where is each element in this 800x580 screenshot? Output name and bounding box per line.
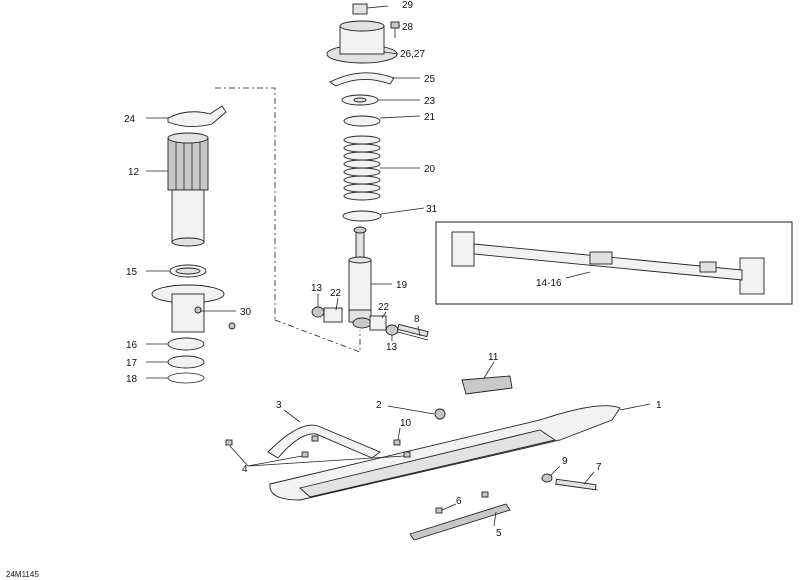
part-6-nut <box>435 507 443 514</box>
part-21-washer <box>343 115 381 127</box>
drawing-code: 24M1145 <box>6 570 39 579</box>
centerline <box>215 87 361 353</box>
callout-labels: 29 28 26,27 25 23 21 20 31 19 24 12 15 3… <box>124 0 662 539</box>
callout-12: 12 <box>128 167 140 178</box>
part-12-spindle <box>171 189 205 243</box>
callout-28: 28 <box>402 22 414 33</box>
part-18-circlip <box>167 372 205 384</box>
callout-22-left: 22 <box>330 288 342 299</box>
callout-16: 16 <box>126 340 138 351</box>
callout-24: 24 <box>124 114 136 125</box>
callout-29: 29 <box>402 0 414 11</box>
spindle-assembly <box>151 105 236 384</box>
callout-17: 17 <box>126 358 138 369</box>
part-16-bushing <box>167 337 205 351</box>
part-19-shock-body <box>348 259 372 311</box>
callout-1: 1 <box>656 400 662 411</box>
callout-3: 3 <box>276 400 282 411</box>
part-3-ski-handle <box>267 424 381 459</box>
callout-18: 18 <box>126 374 138 385</box>
callout-2: 2 <box>376 400 382 411</box>
callout-13-right: 13 <box>386 342 398 353</box>
part-17-bushing <box>167 355 205 369</box>
callout-10: 10 <box>400 418 412 429</box>
part-13-bushing-right <box>385 324 399 336</box>
part-24-lever <box>167 105 227 127</box>
callout-25: 25 <box>424 74 436 85</box>
callout-26-27: 26,27 <box>400 49 425 60</box>
inset-axle <box>435 221 793 305</box>
part-29-nut <box>352 3 368 15</box>
callout-14-16: 14-16 <box>536 278 562 289</box>
callout-15: 15 <box>126 267 138 278</box>
callout-30: 30 <box>240 307 252 318</box>
part-30-grease-fitting <box>194 306 202 314</box>
callout-31: 31 <box>426 204 438 215</box>
part-11-pad <box>461 375 513 395</box>
part-13-bushing-left <box>311 306 325 318</box>
callout-7: 7 <box>596 462 602 473</box>
part-5-runner <box>409 503 511 541</box>
leader-lines <box>146 5 651 527</box>
part-10-screw <box>393 439 401 446</box>
inset-bracket-right <box>739 257 765 295</box>
part-28-screw <box>390 21 400 29</box>
part-12-spline <box>167 137 209 191</box>
part-9-nut <box>541 473 553 483</box>
callout-13-left: 13 <box>311 283 323 294</box>
callout-20: 20 <box>424 164 436 175</box>
shock-assembly <box>311 3 429 341</box>
callout-5: 5 <box>496 528 502 539</box>
ski-assembly <box>225 405 621 541</box>
callout-9: 9 <box>562 456 568 467</box>
callout-11: 11 <box>488 352 499 363</box>
callout-22-right: 22 <box>378 302 390 313</box>
callout-4: 4 <box>242 464 248 475</box>
inset-bracket-left <box>451 231 475 267</box>
part-25-clip <box>329 72 395 87</box>
part-20-spring <box>343 135 381 201</box>
part-2-bushing <box>434 408 446 420</box>
callout-8: 8 <box>414 314 420 325</box>
callout-21: 21 <box>424 112 436 123</box>
part-22-sleeve-right <box>369 315 387 331</box>
part-31-washer <box>342 210 382 222</box>
callout-23: 23 <box>424 96 436 107</box>
callout-6: 6 <box>456 496 462 507</box>
part-22-sleeve-left <box>323 307 343 323</box>
part-8-bolt <box>397 331 429 341</box>
part-19-shock-rod <box>355 229 365 261</box>
callout-19: 19 <box>396 280 408 291</box>
part-4-screw <box>225 439 233 446</box>
